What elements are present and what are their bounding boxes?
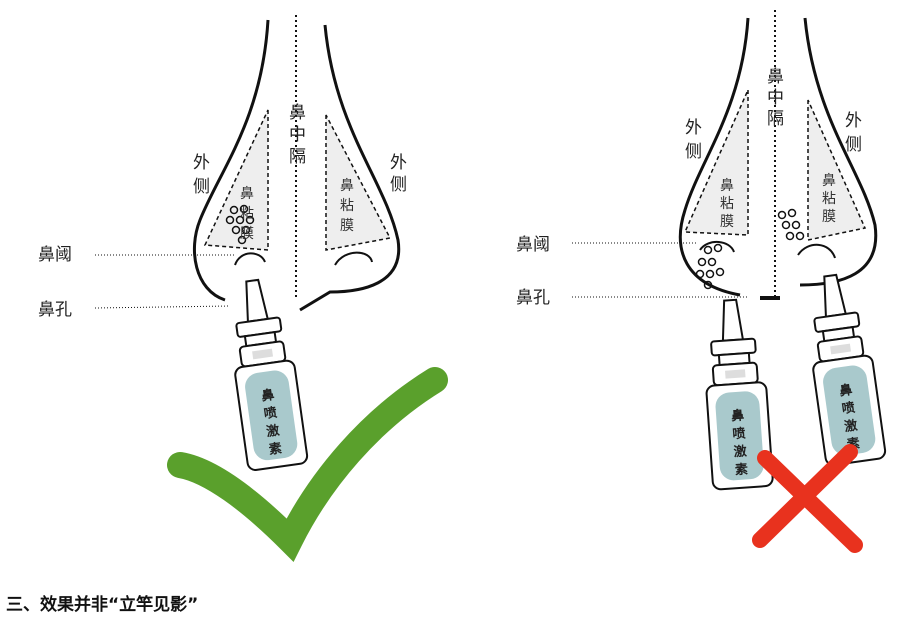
left-nose: 鼻 中 隔 外 侧 外 侧 鼻 粘 膜 鼻 粘 膜 鼻阈 鼻孔 鼻 喷 激 素 xyxy=(38,15,448,562)
bottle-label: 激 xyxy=(265,422,281,440)
section-heading: 三、效果并非“立竿见影” xyxy=(6,595,199,615)
mucosa-right xyxy=(325,114,392,251)
septum-label: 隔 xyxy=(289,147,306,167)
mucosa-label: 膜 xyxy=(340,218,354,234)
lateral-label: 外 xyxy=(685,118,702,138)
lateral-label: 外 xyxy=(193,153,210,173)
nose-wall-right xyxy=(299,24,401,312)
lateral-label: 侧 xyxy=(390,175,407,195)
bottle-label: 素 xyxy=(734,461,748,478)
bottle-label: 喷 xyxy=(263,405,278,423)
nostril-label: 鼻孔 xyxy=(38,300,72,320)
bottle-label: 激 xyxy=(843,417,859,435)
spray-bottle-left: 鼻 喷 激 素 xyxy=(699,297,775,491)
mucosa-label: 粘 xyxy=(822,191,836,207)
nostril-label: 鼻孔 xyxy=(516,288,550,308)
cross-icon xyxy=(752,444,863,553)
mucosa-label: 膜 xyxy=(822,209,836,225)
bottle-label: 喷 xyxy=(841,400,856,418)
mucosa-left xyxy=(683,89,749,236)
bottle-label: 素 xyxy=(268,440,283,458)
mucosa-label: 膜 xyxy=(720,214,734,230)
check-icon xyxy=(167,367,448,562)
septum-label: 鼻 xyxy=(767,67,784,87)
mucosa-label: 鼻 xyxy=(340,177,354,194)
mucosa-label: 粘 xyxy=(720,196,734,212)
mucosa-label: 鼻 xyxy=(240,185,254,202)
mucosa-label: 粘 xyxy=(340,198,354,214)
septum-label: 鼻 xyxy=(289,103,306,123)
septum-label: 隔 xyxy=(767,109,784,129)
bottle-label: 喷 xyxy=(732,425,746,442)
mucosa-label: 鼻 xyxy=(720,177,734,194)
spray-bottle-right: 鼻 喷 激 素 xyxy=(799,270,888,468)
nose-wall-right xyxy=(799,17,878,287)
nose-wall-left xyxy=(193,19,270,302)
mucosa-label: 粘 xyxy=(240,206,254,222)
nasal-valve-label: 鼻阈 xyxy=(516,235,550,255)
spray-droplets xyxy=(695,208,805,290)
mucosa-label: 鼻 xyxy=(822,172,836,189)
lateral-label: 侧 xyxy=(845,135,862,155)
right-nose: 鼻 中 隔 外 侧 外 侧 鼻 粘 膜 鼻 粘 膜 鼻阈 鼻孔 鼻 喷 激 素 … xyxy=(516,10,888,553)
lateral-label: 侧 xyxy=(193,177,210,197)
lateral-label: 外 xyxy=(845,111,862,131)
mucosa-left xyxy=(203,109,269,251)
bottle-label: 激 xyxy=(733,443,748,460)
spray-droplets xyxy=(225,204,255,245)
nasal-valve-label: 鼻阈 xyxy=(38,245,72,265)
lateral-label: 侧 xyxy=(685,142,702,162)
spray-bottle: 鼻 喷 激 素 xyxy=(221,275,310,473)
bottle-label: 鼻 xyxy=(731,407,745,424)
septum-label: 中 xyxy=(767,88,784,108)
mucosa-right xyxy=(807,99,867,241)
lateral-label: 外 xyxy=(390,153,407,173)
bottle-label: 鼻 xyxy=(838,382,853,400)
septum-label: 中 xyxy=(289,125,306,145)
bottle-label: 鼻 xyxy=(260,387,275,405)
mucosa-label: 膜 xyxy=(240,226,254,242)
